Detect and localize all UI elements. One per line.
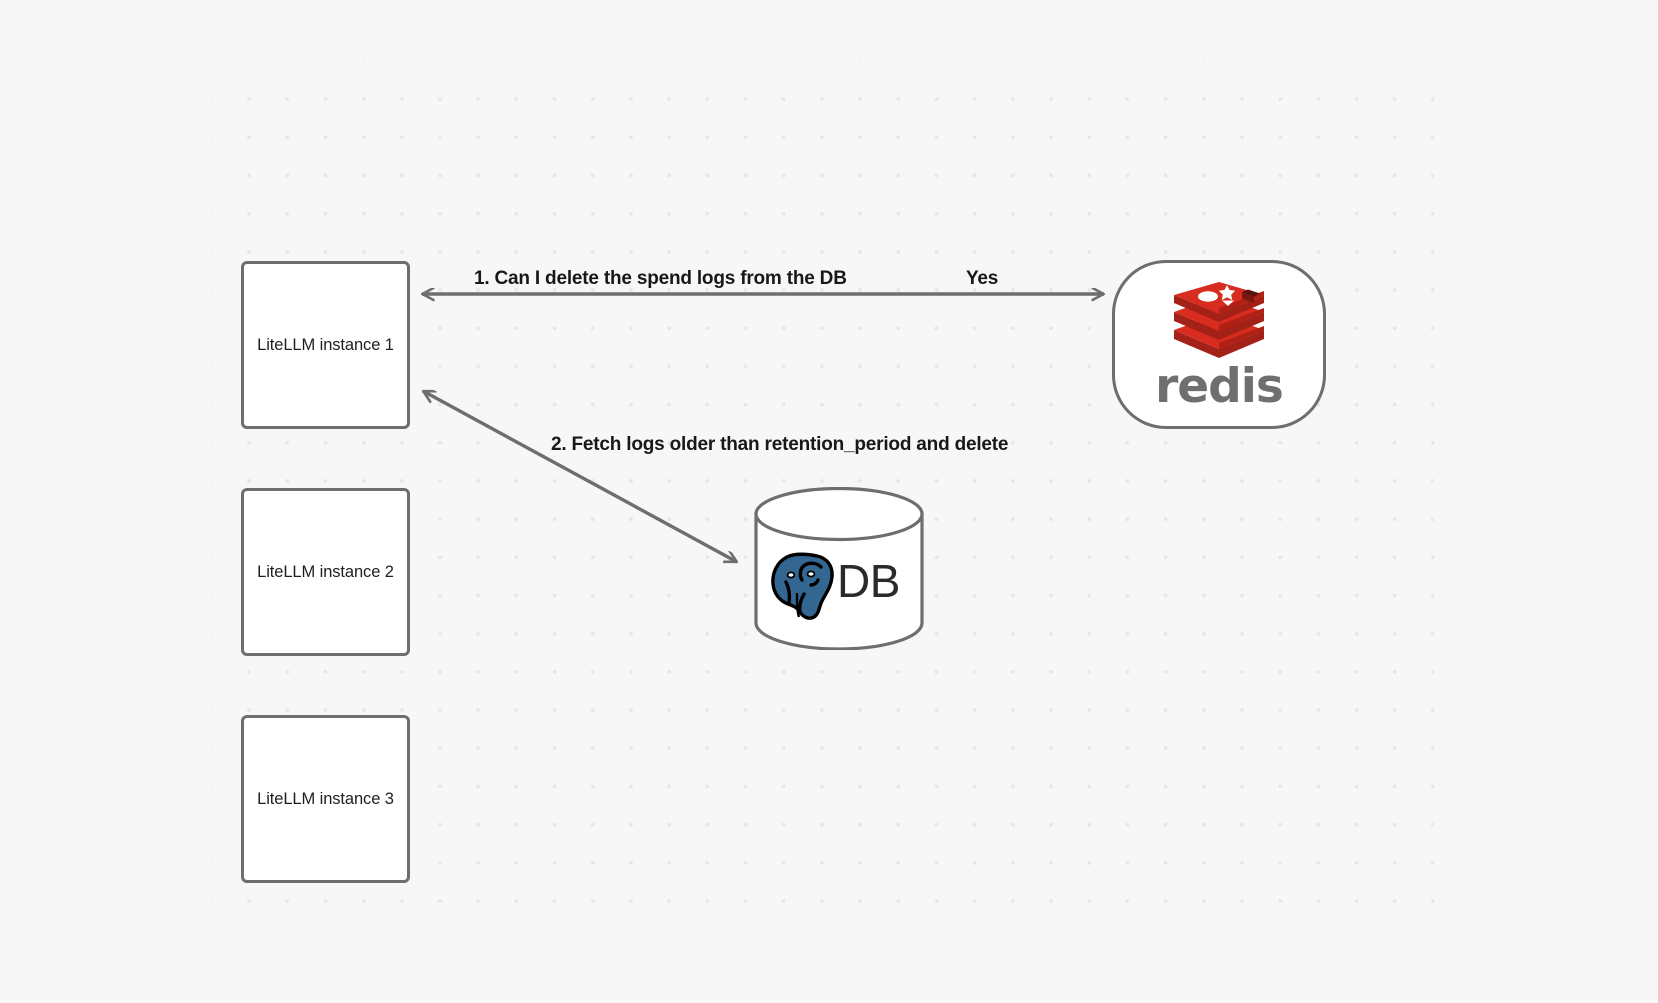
node-label-instance-1: LiteLLM instance 1 [257,335,394,354]
node-litellm-instance-1[interactable]: LiteLLM instance 1 [241,261,410,429]
node-litellm-instance-2[interactable]: LiteLLM instance 2 [241,488,410,656]
node-database[interactable]: DB [753,486,925,651]
redis-wordmark: redis [1155,359,1284,414]
edge-instance1-db [423,389,737,564]
database-label: DB [837,555,900,607]
edge-label-step1-reply: Yes [966,268,999,289]
node-label-instance-3: LiteLLM instance 3 [257,789,394,808]
node-label-instance-2: LiteLLM instance 2 [257,562,394,581]
postgresql-elephant-icon [767,549,837,621]
node-redis[interactable]: redis [1112,260,1326,429]
node-litellm-instance-3[interactable]: LiteLLM instance 3 [241,715,410,883]
redis-icon [1170,281,1268,359]
edge-label-step1: 1. Can I delete the spend logs from the … [474,268,847,289]
edge-label-step2: 2. Fetch logs older than retention_perio… [551,434,1009,455]
